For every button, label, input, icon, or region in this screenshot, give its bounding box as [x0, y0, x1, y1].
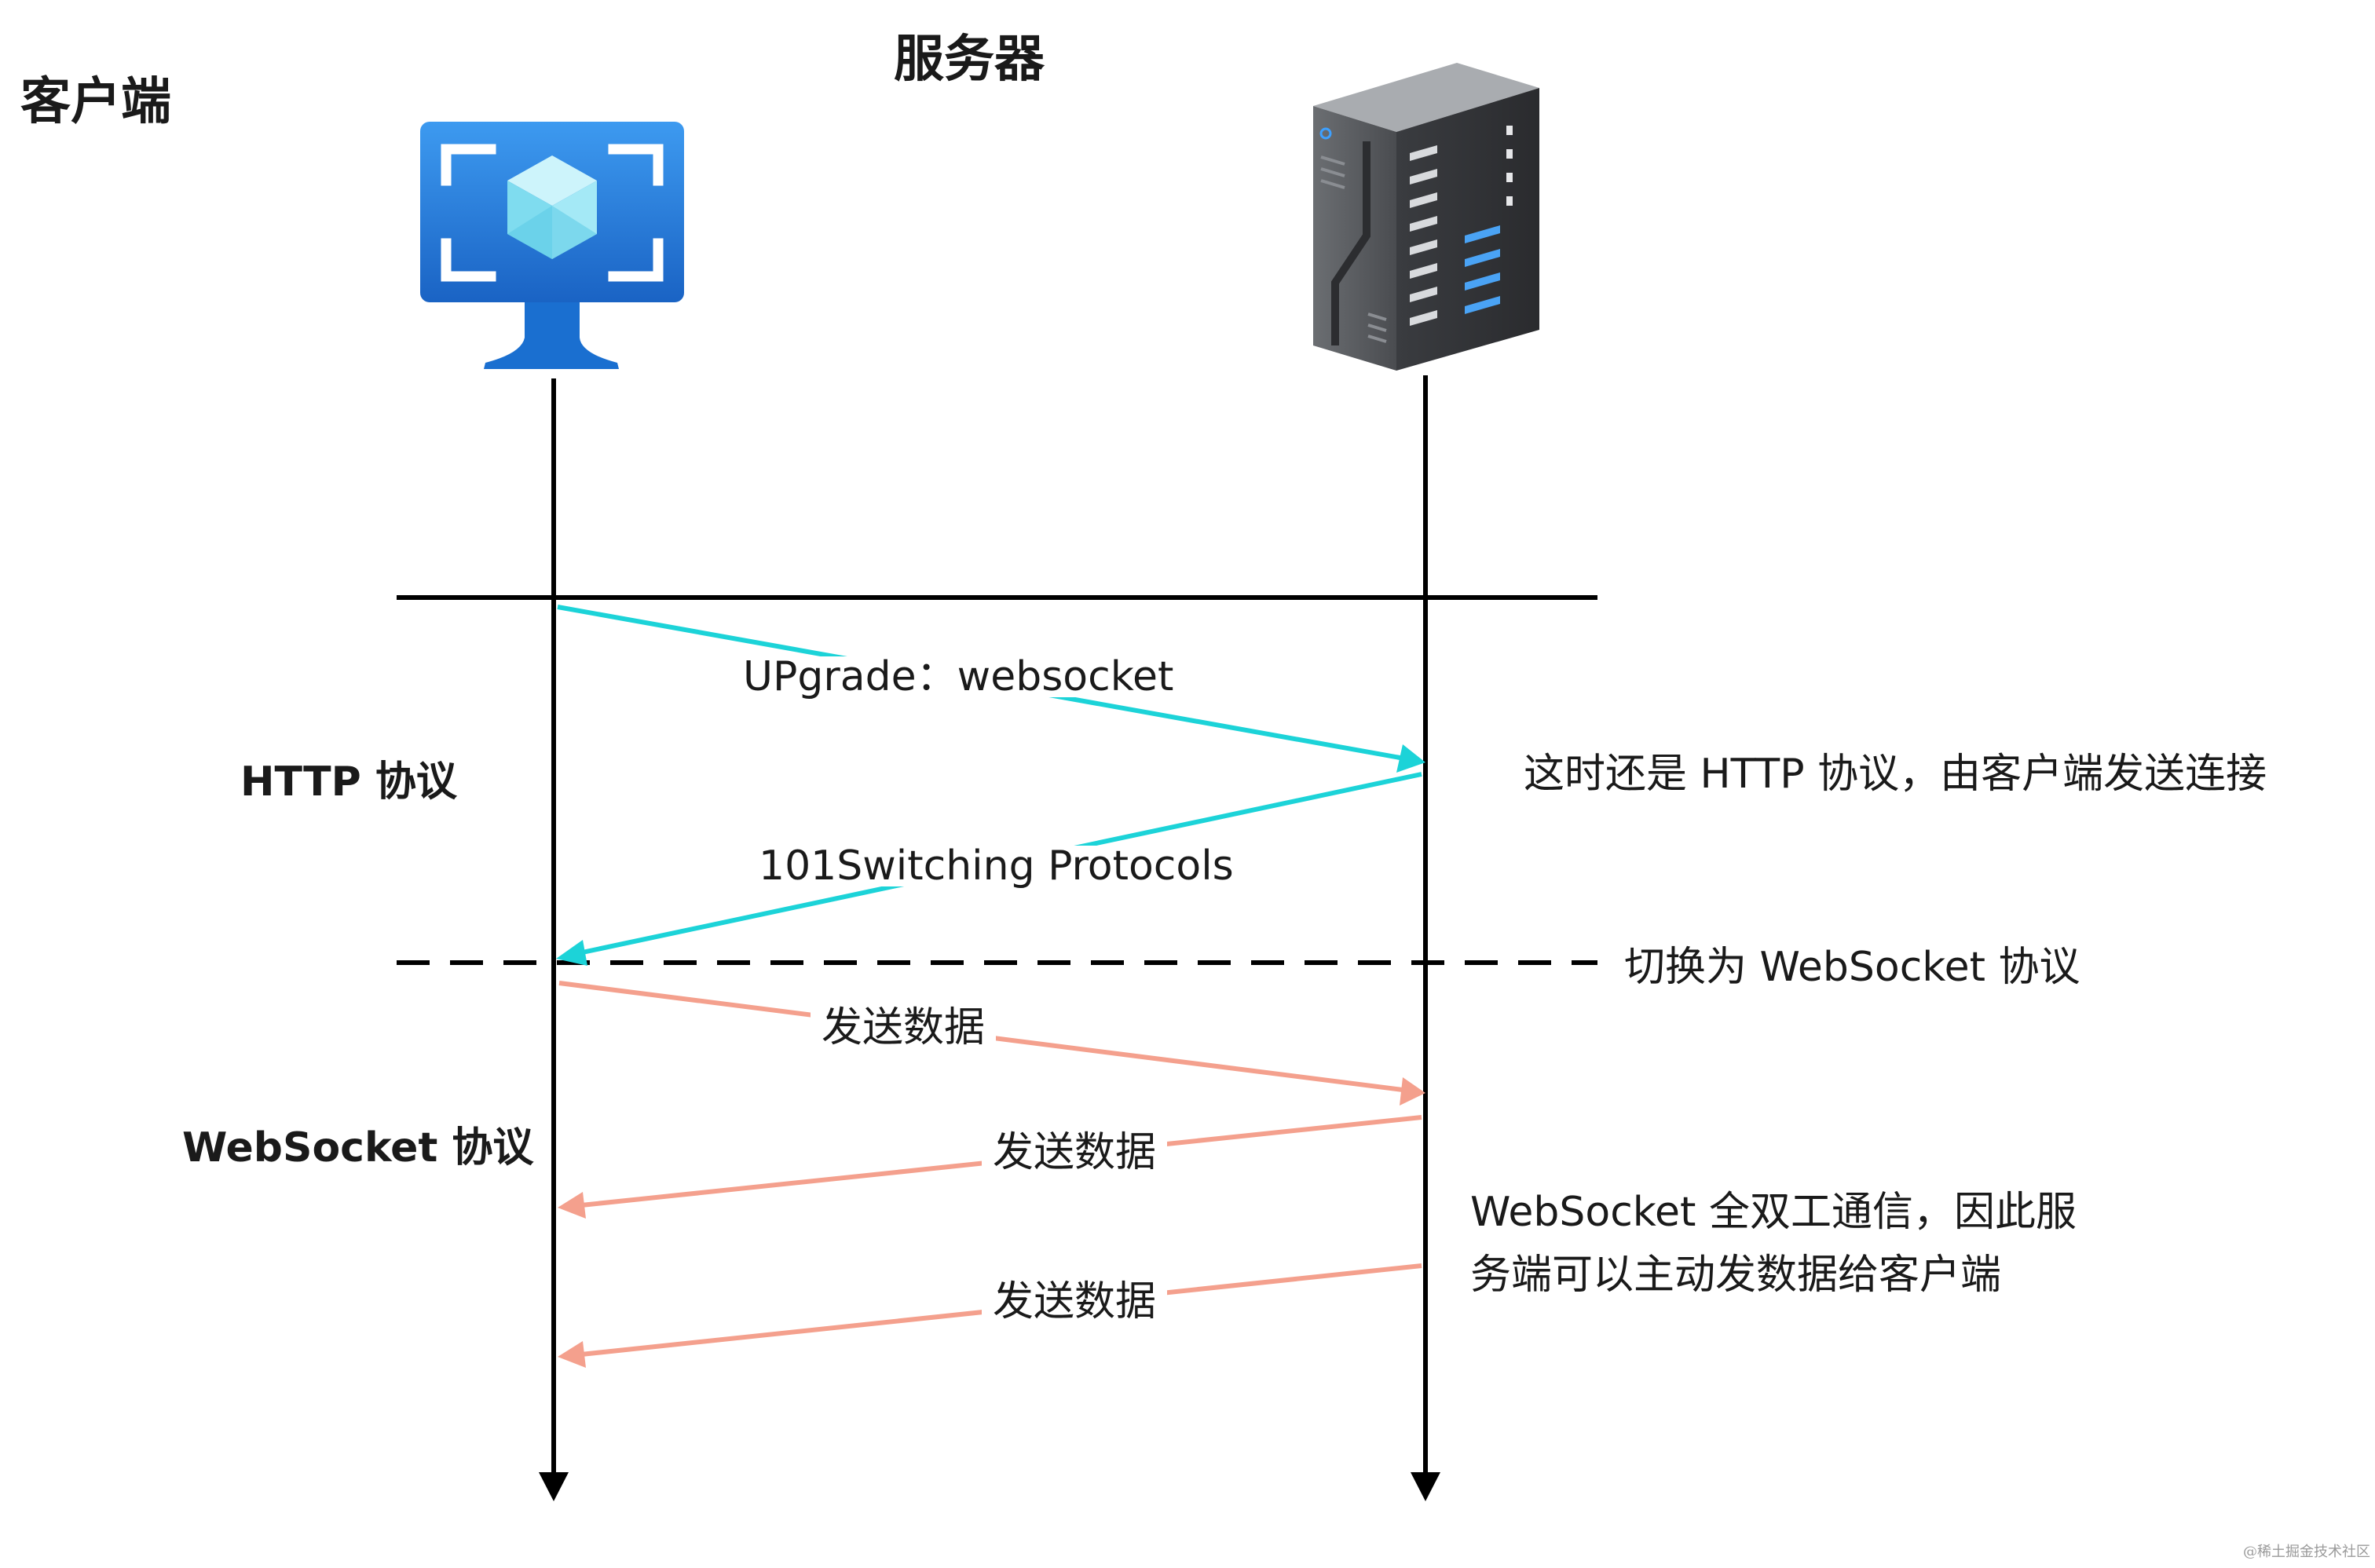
watermark: @稀土掘金技术社区 [2243, 1544, 2370, 1560]
http-phase-label: HTTP 协议 [240, 758, 457, 806]
client-send-data-label: 发送数据 [811, 1007, 997, 1048]
client-lifeline [539, 378, 569, 1501]
server-tower-icon [1313, 63, 1539, 371]
websocket-note-line-2: 务端可以主动发数据给客户端 [1470, 1252, 2002, 1299]
monitor-with-cube-icon [420, 122, 684, 369]
protocol-switch-note: 切换为 WebSocket 协议 [1624, 944, 2080, 991]
websocket-note-line-1: WebSocket 全双工通信，因此服 [1470, 1189, 2077, 1236]
upgrade-message-label: UPgrade：websocket [732, 656, 1185, 697]
server-lifeline [1411, 375, 1440, 1501]
websocket-phase-label: WebSocket 协议 [182, 1124, 534, 1171]
http-phase-note: 这时还是 HTTP 协议，由客户端发送连接 [1524, 751, 2267, 798]
server-send-data-label-1: 发送数据 [982, 1132, 1168, 1173]
switching-message-label: 101Switching Protocols [748, 846, 1245, 886]
server-send-data-label-2: 发送数据 [982, 1281, 1168, 1322]
server-label: 服务器 [894, 31, 1045, 89]
client-label: 客户端 [20, 73, 171, 131]
